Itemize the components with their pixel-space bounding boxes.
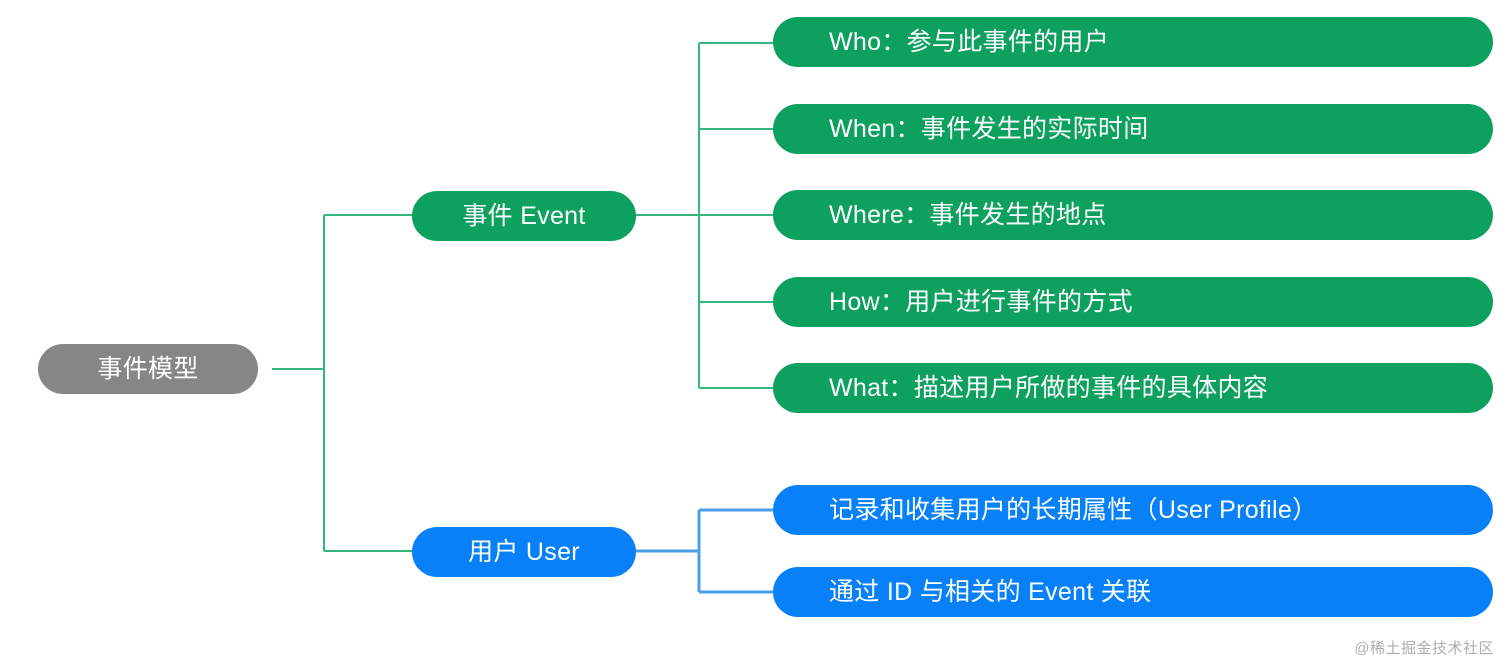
node-leaf-when[interactable]: When：事件发生的实际时间 [773, 104, 1493, 154]
node-leaf-how-label: How：用户进行事件的方式 [829, 287, 1133, 316]
node-leaf-user-event-id-label: 通过 ID 与相关的 Event 关联 [829, 577, 1152, 606]
node-leaf-who-label: Who：参与此事件的用户 [829, 27, 1110, 56]
node-root-label: 事件模型 [97, 354, 199, 383]
node-root[interactable]: 事件模型 [38, 344, 258, 394]
node-leaf-who[interactable]: Who：参与此事件的用户 [773, 17, 1493, 67]
node-branch-event[interactable]: 事件 Event [412, 191, 636, 241]
node-leaf-what-label: What：描述用户所做的事件的具体内容 [829, 373, 1269, 402]
node-branch-event-label: 事件 Event [462, 201, 586, 230]
node-branch-user[interactable]: 用户 User [412, 527, 636, 577]
connector-group-event [636, 41, 773, 390]
watermark: @稀土掘金技术社区 [1354, 640, 1494, 657]
connector-group-root [272, 213, 412, 553]
node-leaf-how[interactable]: How：用户进行事件的方式 [773, 277, 1493, 327]
node-branch-user-label: 用户 User [468, 537, 580, 566]
node-leaf-user-event-id[interactable]: 通过 ID 与相关的 Event 关联 [773, 567, 1493, 617]
node-leaf-what[interactable]: What：描述用户所做的事件的具体内容 [773, 363, 1493, 413]
node-leaf-where-label: Where：事件发生的地点 [829, 200, 1107, 229]
connector-group-user [636, 508, 773, 594]
node-leaf-where[interactable]: Where：事件发生的地点 [773, 190, 1493, 240]
node-leaf-user-profile[interactable]: 记录和收集用户的长期属性（User Profile） [773, 485, 1493, 535]
node-leaf-when-label: When：事件发生的实际时间 [829, 114, 1149, 143]
node-leaf-user-profile-label: 记录和收集用户的长期属性（User Profile） [829, 495, 1318, 524]
